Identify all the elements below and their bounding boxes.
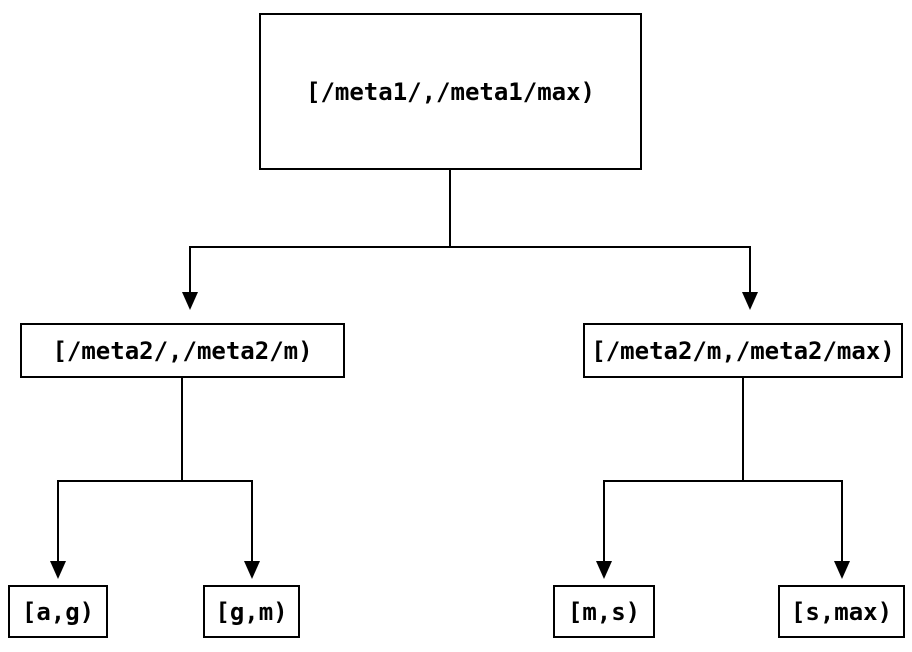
- node-leaf-gm: [g,m): [203, 585, 300, 638]
- arrow-down-icon: [244, 561, 260, 579]
- arrow-down-icon: [182, 292, 198, 310]
- node-root-label: [/meta1/,/meta1/max): [306, 77, 595, 106]
- node-meta2-high: [/meta2/m,/meta2/max): [583, 323, 903, 378]
- arrow-down-icon: [50, 561, 66, 579]
- node-meta2-high-label: [/meta2/m,/meta2/max): [591, 336, 895, 365]
- node-leaf-ag: [a,g): [8, 585, 108, 638]
- node-leaf-gm-label: [g,m): [215, 597, 288, 626]
- node-leaf-ms-label: [m,s): [567, 597, 641, 626]
- node-leaf-smax-label: [s,max): [790, 597, 893, 626]
- arrow-down-icon: [596, 561, 612, 579]
- node-root: [/meta1/,/meta1/max): [259, 13, 642, 170]
- edge-root-children: [182, 170, 758, 310]
- arrow-down-icon: [834, 561, 850, 579]
- edge-meta2-high-children: [596, 378, 850, 579]
- arrow-down-icon: [742, 292, 758, 310]
- node-leaf-ms: [m,s): [553, 585, 655, 638]
- node-leaf-smax: [s,max): [778, 585, 905, 638]
- node-meta2-low-label: [/meta2/,/meta2/m): [52, 336, 313, 365]
- edge-meta2-low-children: [50, 378, 260, 579]
- node-meta2-low: [/meta2/,/meta2/m): [20, 323, 345, 378]
- node-leaf-ag-label: [a,g): [21, 597, 95, 626]
